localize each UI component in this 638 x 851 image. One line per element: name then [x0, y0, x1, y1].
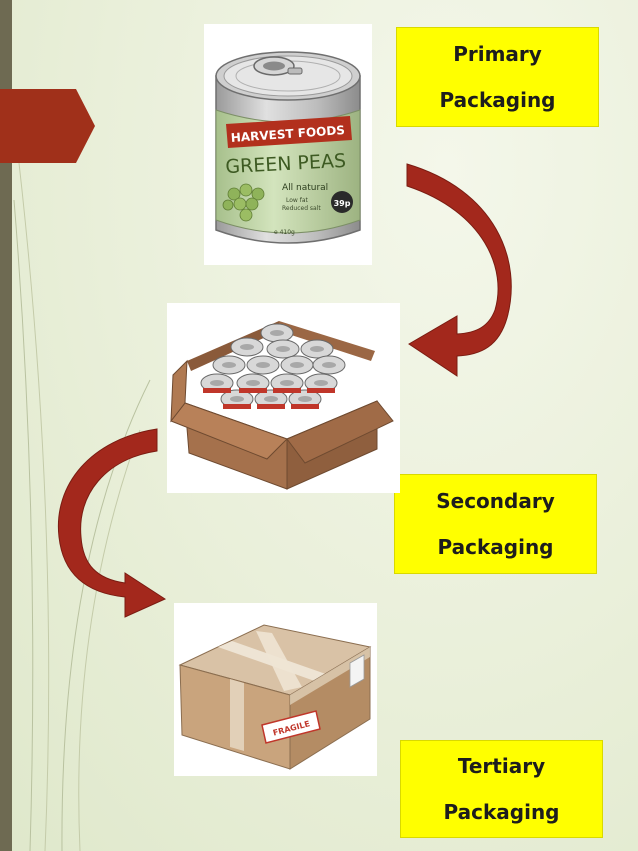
secondary-packaging-label: Secondary Packaging [394, 474, 597, 574]
open-box-image [167, 303, 400, 493]
tertiary-packaging-label: Tertiary Packaging [400, 740, 603, 838]
can-image: HARVEST FOODS GREEN PEAS All natural Low… [204, 24, 372, 265]
can-weight-text: e 410g [274, 229, 295, 236]
ring-pull-icon [253, 56, 303, 76]
decorative-lines [13, 119, 151, 851]
tertiary-label-line2: Packaging [443, 800, 560, 824]
primary-label-line1: Primary [453, 42, 542, 66]
open-box-illustration [170, 321, 394, 490]
tertiary-label-line1: Tertiary [457, 754, 546, 778]
sealed-box-illustration: FRAGILE [178, 624, 372, 770]
arrow-primary-to-secondary [406, 163, 512, 377]
left-side-bar [0, 0, 12, 851]
secondary-label-line2: Packaging [437, 535, 554, 559]
price-badge [331, 191, 353, 213]
can-claim-text: All natural [282, 183, 328, 193]
cans-cluster [200, 323, 346, 409]
secondary-label-line1: Secondary [436, 489, 555, 513]
arrow-secondary-to-tertiary [57, 428, 167, 618]
can-fineprint-1: Low fat [286, 197, 309, 204]
shipping-label [349, 654, 365, 688]
fragile-sticker: FRAGILE [261, 710, 321, 744]
can-price-text: 39p [334, 199, 351, 208]
can-fineprint-2: Reduced salt [282, 205, 321, 212]
peas-icon [222, 183, 265, 222]
accent-arrow-shape [0, 89, 95, 163]
primary-label-line2: Packaging [439, 88, 556, 112]
can-illustration: HARVEST FOODS GREEN PEAS All natural Low… [215, 51, 361, 244]
primary-packaging-label: Primary Packaging [396, 27, 599, 127]
sealed-box-image: FRAGILE [174, 603, 377, 776]
